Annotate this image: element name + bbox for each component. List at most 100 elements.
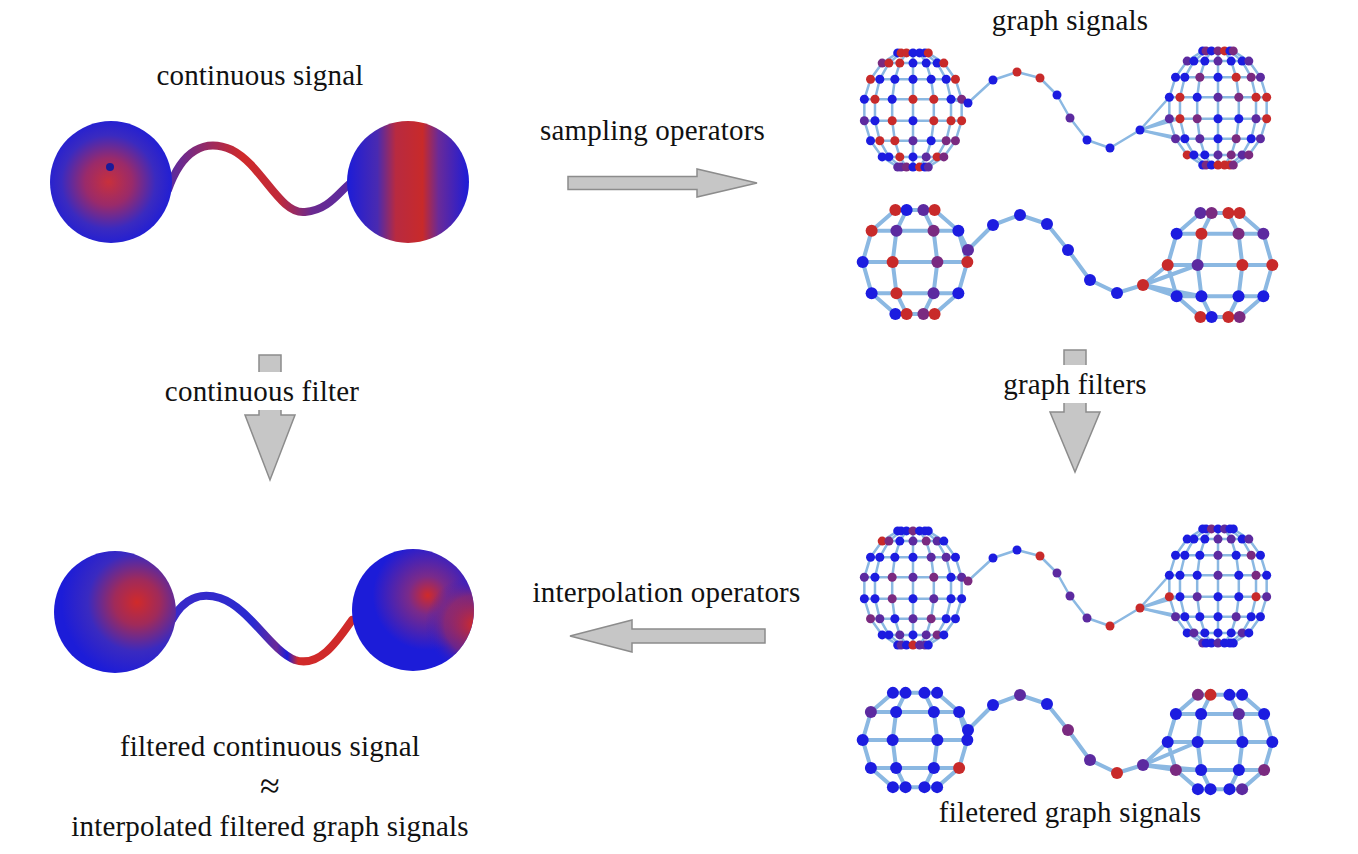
- graph-vertex: [947, 95, 956, 104]
- graph-vertex: [860, 594, 869, 603]
- operator-label: interpolation operators: [527, 573, 807, 611]
- graph-vertex: [931, 781, 943, 793]
- graph-vertex: [1053, 91, 1062, 100]
- graph-vertex: [924, 163, 933, 172]
- graph-vertex: [1171, 612, 1180, 621]
- graph-vertex: [953, 762, 965, 774]
- graph-vertex: [987, 219, 999, 231]
- graph-vertex: [927, 553, 936, 562]
- graph-vertex: [1193, 93, 1202, 102]
- graph-vertex: [1066, 592, 1075, 601]
- graph-vertex: [1222, 207, 1234, 219]
- graph-vertex: [1200, 535, 1209, 544]
- graph-vertex: [929, 116, 938, 125]
- graph-vertex: [1195, 551, 1204, 560]
- graph-vertex: [1083, 136, 1092, 145]
- graph-vertex: [1214, 150, 1223, 159]
- graph-vertex: [875, 75, 884, 84]
- graph-vertex: [1233, 290, 1245, 302]
- graph-vertex: [1236, 736, 1248, 748]
- graph-vertex: [890, 136, 899, 145]
- graph-vertex: [931, 734, 943, 746]
- graph-vertex: [928, 706, 940, 718]
- graph-vertex: [989, 554, 998, 563]
- graph-vertex: [895, 59, 904, 68]
- graph-vertex: [1234, 571, 1243, 580]
- graph-vertex: [1200, 150, 1209, 159]
- graph-edge: [893, 260, 938, 264]
- graph-vertex: [1162, 736, 1174, 748]
- graph-vertex: [952, 225, 964, 237]
- graph-vertex: [875, 614, 884, 623]
- figure-panel: continuous signal: [40, 55, 480, 255]
- graph-vertex: [1256, 73, 1265, 82]
- graph-vertex: [1229, 46, 1238, 55]
- graph-vertex: [887, 687, 899, 699]
- graph: [860, 46, 1271, 171]
- graph-vertex: [1258, 764, 1270, 776]
- graph-vertex: [1252, 592, 1261, 601]
- graph-vertex: [888, 573, 897, 582]
- graph-vertex: [917, 308, 929, 320]
- graph-vertex: [890, 225, 902, 237]
- graph-vertex: [1232, 551, 1241, 560]
- graph-vertex: [900, 687, 912, 699]
- graph-edge: [1140, 97, 1169, 130]
- graph-vertex: [929, 204, 941, 216]
- graph-vertex: [1170, 764, 1182, 776]
- graph-vertex: [1247, 134, 1256, 143]
- graph-edge: [1198, 740, 1243, 744]
- graph-vertex: [1266, 259, 1278, 271]
- graph-edge: [893, 738, 938, 742]
- graph-vertex: [929, 594, 938, 603]
- graph-vertex: [962, 244, 974, 256]
- graph-vertex: [1252, 93, 1261, 102]
- graph-vertex: [887, 734, 899, 746]
- graph-vertex: [888, 116, 897, 125]
- graph-vertex: [884, 152, 893, 161]
- graph-vertex: [1106, 622, 1115, 631]
- graph-vertex: [942, 136, 951, 145]
- graph-vertex: [909, 136, 918, 145]
- graph-vertex: [951, 614, 960, 623]
- graph-vertex: [870, 95, 879, 104]
- graph-vertex: [884, 630, 893, 639]
- graph-vertex: [890, 762, 902, 774]
- graph-vertex: [1192, 689, 1204, 701]
- graph-vertex: [857, 256, 869, 268]
- graph-vertex: [1180, 612, 1189, 621]
- graph-vertex: [890, 287, 902, 299]
- operator-label: graph filters: [997, 365, 1153, 403]
- graph: [857, 204, 1279, 323]
- graph-vertex: [1013, 68, 1022, 77]
- graph-vertex: [888, 594, 897, 603]
- graph-vertex: [1195, 134, 1204, 143]
- operator-label: continuous filter: [159, 372, 365, 410]
- graph-vertex: [900, 781, 912, 793]
- graph-vertex: [1193, 571, 1202, 580]
- graph-figures: [857, 46, 1279, 795]
- graph-vertex: [1194, 311, 1206, 323]
- panel-caption: continuous signal: [156, 55, 363, 95]
- graph-vertex: [1214, 612, 1223, 621]
- graph-vertex: [1214, 592, 1223, 601]
- graph-vertex: [1036, 552, 1045, 561]
- graph-vertex: [1084, 754, 1096, 766]
- graph-vertex: [1136, 126, 1145, 135]
- graph-vertex: [1244, 535, 1253, 544]
- graph-vertex: [951, 75, 960, 84]
- graph-vertex: [929, 95, 938, 104]
- graph-edge: [1140, 575, 1169, 608]
- graph-vertex: [1062, 244, 1074, 256]
- graph-vertex: [987, 699, 999, 711]
- graph-vertex: [1171, 73, 1180, 82]
- graph-vertex: [890, 75, 899, 84]
- graph-vertex: [942, 75, 951, 84]
- graph-vertex: [1234, 207, 1246, 219]
- graph-vertex: [1195, 73, 1204, 82]
- graph-vertex: [947, 594, 956, 603]
- graph-vertex: [888, 95, 897, 104]
- graph-vertex: [924, 48, 933, 57]
- graph-vertex: [1180, 551, 1189, 560]
- graph-vertex: [860, 116, 869, 125]
